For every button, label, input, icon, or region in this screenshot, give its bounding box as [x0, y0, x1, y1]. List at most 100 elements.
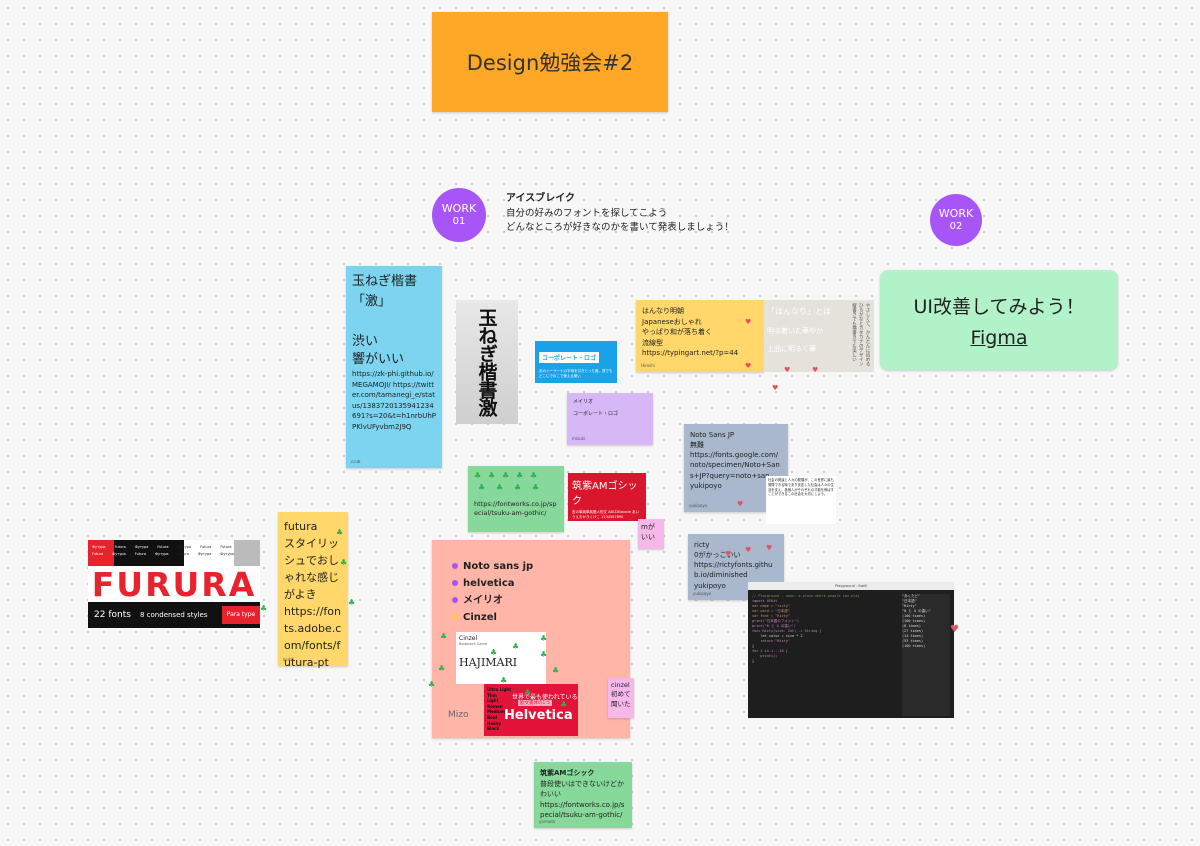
note-tamanegi-url[interactable]: https://zk-phi.github.io/MEGAMOJI/ https… [352, 370, 436, 431]
note-meiryo-author: mizuki [572, 436, 586, 442]
leaf-icon: ♣ [490, 648, 498, 657]
note-hannari-url[interactable]: https://typingart.net/?p=44 [642, 349, 739, 357]
heart-icon: ♥ [950, 624, 959, 635]
leaf-icon: ♣ [512, 642, 520, 651]
figma-link[interactable]: Figma [970, 327, 1028, 349]
hannari-sample-line2: 明る着いた華やか [767, 327, 823, 335]
furura-label: Futura [157, 545, 169, 549]
mizo-item-label: Cinzel [463, 612, 497, 623]
furura-label: Futura [200, 545, 212, 549]
note-tamanegi[interactable]: 玉ねぎ楷書 「激」 渋い 響がいい https://zk-phi.github.… [346, 266, 442, 468]
note-hannari-line: 流線型 [642, 338, 663, 347]
note-m[interactable]: mがいい [638, 519, 664, 549]
note-hannari-line: Japaneseおしゃれ [642, 317, 702, 326]
corporate-logo-sample: コーポレート・ロゴ あのイーラーナの字母を引きとった面。週でもどこにでのこで使え… [535, 341, 617, 383]
furura-label: Futura [134, 552, 146, 556]
note-ricty-line: yukipoyo [694, 581, 726, 590]
note-meiryo-line1: メイリオ [573, 399, 594, 405]
leaf-icon: ♣ [478, 483, 486, 492]
mizo-item: Cinzel [452, 609, 533, 626]
furura-label: Футура [134, 545, 149, 549]
code-line: } [752, 659, 755, 663]
helvetica-weight: Ultra Light [487, 687, 512, 692]
heart-icon: ♥ [745, 362, 752, 370]
corporate-logo-desc: あのイーラーナの字母を引きとった面。週でもどこにでのこで使える使い [539, 369, 613, 378]
leaf-icon: ♣ [516, 471, 524, 480]
leaf-icon: ♣ [428, 680, 436, 689]
calligraphy-text: 玉ねぎ楷書激 [475, 308, 498, 416]
work1-badge-label: WORK [441, 202, 477, 216]
leaf-icon: ♣ [260, 604, 268, 613]
helvetica-sub: 欧文書体の1つ [518, 700, 552, 706]
leaf-icon: ♣ [530, 471, 538, 480]
mizo-list: Noto sans jp helvetica メイリオ Cinzel [452, 558, 533, 626]
work1-heading: アイスブレイク [506, 193, 575, 204]
note-noto-url[interactable]: https://fonts.google.com/noto/specimen/N… [690, 451, 780, 480]
furura-label: Футура [197, 552, 212, 556]
note-ricty-url[interactable]: https://rictyfonts.github.io/diminished [694, 561, 773, 580]
mizo-item: Noto sans jp [452, 558, 533, 575]
code-result: "0 と O の違い" [902, 609, 931, 613]
note-noto-line: yukipoyo [690, 481, 722, 490]
furura-label: Futura [92, 552, 104, 556]
work1-badge-number: 01 [452, 215, 466, 227]
code-line: return "Ricty" [752, 639, 790, 643]
leaf-icon: ♣ [552, 666, 560, 675]
code-line: import UIKit [752, 599, 778, 603]
mizo-item-label: Noto sans jp [463, 561, 534, 572]
leaf-icon: ♣ [340, 558, 348, 567]
code-line: let value = size * 2 [752, 634, 803, 638]
note-tsuku-top-url[interactable]: https://fontworks.co.jp/special/tsuku-am… [474, 500, 557, 518]
code-line: var font = "Ricty" [752, 614, 790, 618]
furura-label: Futura [220, 545, 232, 549]
mizo-item: helvetica [452, 575, 533, 592]
hannari-sample-image: 「はんなり」とは 明る着いた華やか 上品に明るく華 やさしくて、かんたんに読める… [764, 300, 874, 372]
title-sticky[interactable]: Design勉強会#2 [432, 12, 668, 112]
work2-badge-label: WORK [938, 207, 974, 221]
note-futura[interactable]: futura スタイリッシュでおしゃれな感じがよき https://fonts.… [278, 512, 348, 669]
furura-label: Futura [177, 552, 189, 556]
leaf-icon: ♣ [496, 483, 504, 492]
bullet-icon [452, 614, 458, 620]
work2-badge: WORK 02 [930, 194, 982, 246]
hajimari-text: HAJIMARI [459, 656, 518, 669]
code-line: for i in 1...10 { [752, 649, 788, 653]
leaf-icon: ♣ [514, 483, 522, 492]
leaf-icon: ♣ [336, 528, 344, 537]
work2-badge-number: 02 [949, 220, 963, 232]
note-futura-url[interactable]: https://fonts.adobe.com/fonts/futura-pt [284, 605, 342, 670]
mizo-item-label: メイリオ [463, 595, 503, 606]
note-hannari[interactable]: はんなり明朝 Japaneseおしゃれ やっぱり和が落ち着く 流線型 https… [636, 300, 764, 372]
furura-styles: 8 condensed styles [140, 611, 208, 619]
code-line: } [752, 644, 755, 648]
figma-card-title: UI改善してみよう！ [913, 296, 1085, 318]
leaf-icon: ♣ [488, 471, 496, 480]
note-tsuku-bottom[interactable]: 筑紫AMゴシック 普段使いはできないけどかわいい https://fontwor… [534, 762, 632, 828]
note-noto-author: yukipoyo [689, 503, 708, 509]
note-ricty-line: 0がかっこいい [694, 551, 741, 560]
cinzel-sample-title: Cinzel [459, 635, 478, 642]
heart-icon: ♥ [725, 550, 732, 558]
note-tsuku-bottom-title: 筑紫AMゴシック [540, 769, 595, 777]
mizo-area[interactable]: Noto sans jp helvetica メイリオ Cinzel Cinze… [432, 540, 630, 738]
hannari-sample-line3: 上品に明るく華 [767, 345, 816, 353]
code-result: "日本語" [902, 599, 917, 603]
note-tsuku-bottom-url[interactable]: https://fontworks.co.jp/special/tsuku-am… [540, 800, 625, 820]
leaf-icon: ♣ [540, 650, 548, 659]
note-cinzel[interactable]: cinzel 初めて 聞いた [608, 678, 634, 718]
helvetica-weight: Medium [487, 709, 505, 715]
note-meiryo[interactable]: メイリオ コーポレート・ロゴ mizuki [567, 393, 653, 445]
figma-card[interactable]: UI改善してみよう！ Figma [880, 270, 1118, 370]
title-text: Design勉強会#2 [466, 51, 634, 75]
note-meiryo-line2: コーポレート・ロゴ [573, 411, 619, 418]
note-tsuku-top[interactable]: ♣ ♣ ♣ ♣ ♣ ♣ ♣ ♣ ♣ https://fontworks.co.j… [468, 466, 564, 532]
noto-sample-body: 社会の発達と人々の発展が、この世界に最も発揮できる時であり安定した社会は人々の生… [768, 478, 834, 497]
code-result: "Ricty" [902, 604, 917, 608]
furura-label: Футура [112, 552, 126, 556]
furura-big: FURURA [88, 566, 260, 604]
leaf-icon: ♣ [348, 598, 356, 607]
helvetica-weight: Black [487, 726, 500, 732]
cinzel-sample: Cinzel Botanaell Game HAJIMARI [456, 632, 546, 684]
calligraphy-image: 玉ねぎ楷書激 [456, 300, 518, 424]
furura-row1 [88, 540, 260, 566]
